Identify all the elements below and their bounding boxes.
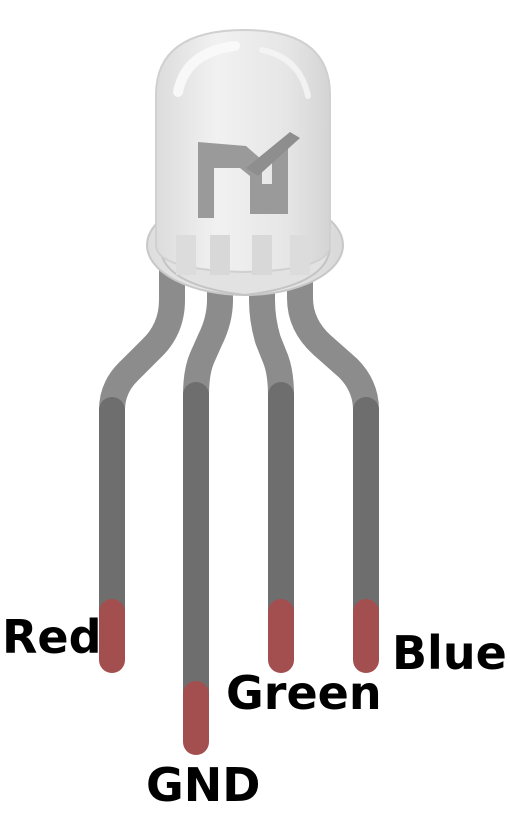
lead-gnd <box>183 259 233 755</box>
pin-label-blue: Blue <box>392 626 507 680</box>
lead-green <box>249 259 294 673</box>
lead-blue <box>287 257 379 673</box>
led-die-icon <box>198 132 300 218</box>
pin-label-red: Red <box>2 610 102 664</box>
lead-red <box>99 257 185 673</box>
pin-label-gnd: GND <box>146 758 261 812</box>
pin-label-green: Green <box>226 666 382 720</box>
